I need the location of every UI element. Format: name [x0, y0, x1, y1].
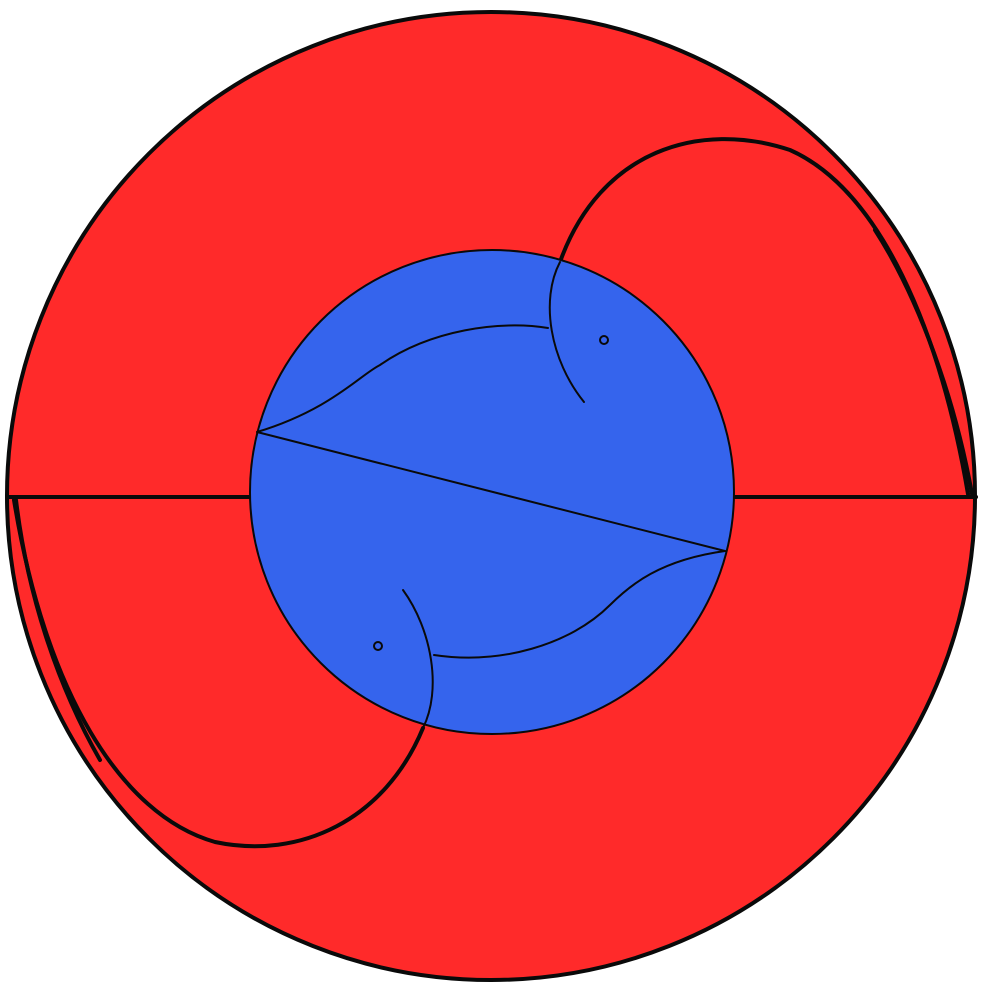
diagonal-divider: [256, 431, 726, 552]
lower-fish-head: [402, 589, 434, 729]
lower-fish-eye: [373, 641, 383, 651]
upper-fish-eye: [599, 335, 609, 345]
lower-fish-back: [433, 550, 726, 659]
upper-right-hook-curve-edge: [873, 228, 974, 496]
upper-fish-head: [548, 261, 585, 403]
upper-fish-back: [256, 324, 549, 433]
lower-left-hook-curve-edge: [14, 498, 102, 762]
